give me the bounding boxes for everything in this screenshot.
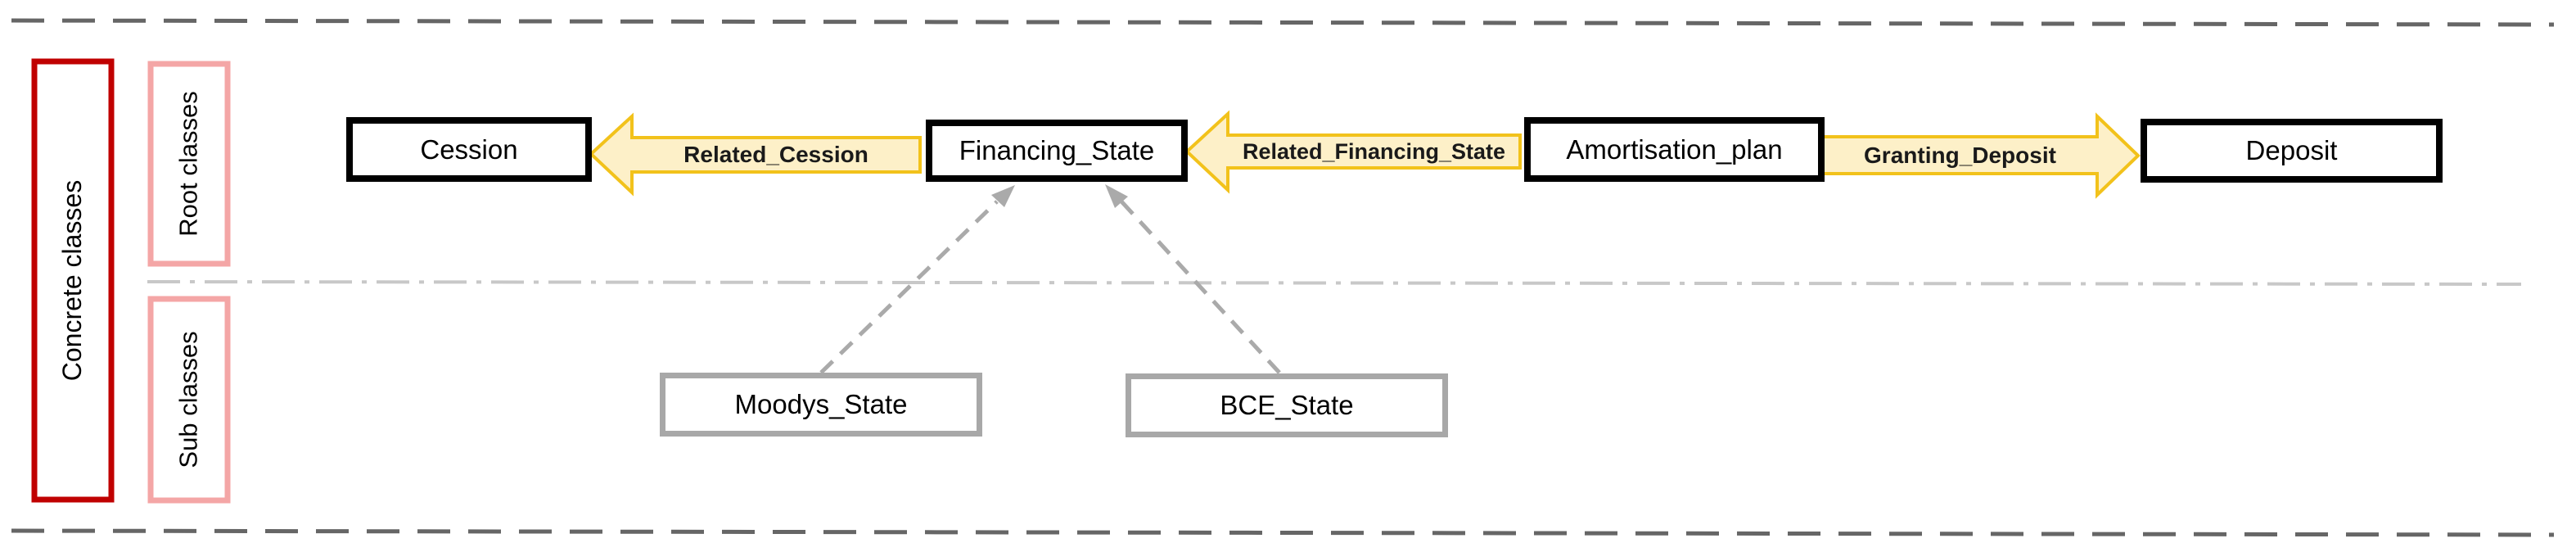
class-financing-state-label: Financing_State xyxy=(959,135,1155,165)
lane-root-label: Root classes xyxy=(174,91,203,237)
lane-separator xyxy=(147,280,2522,286)
inherit-arrowhead-bce xyxy=(1105,184,1128,208)
lane-concrete-border xyxy=(31,58,115,503)
lane-sub-border xyxy=(147,296,231,504)
lane-sub-classes: Sub classes xyxy=(151,299,228,500)
inherit-line-moodys xyxy=(819,200,999,374)
relation-related-financing-state-label: Related_Financing_State xyxy=(1242,138,1506,164)
class-amortisation-plan-label: Amortisation_plan xyxy=(1566,133,1783,165)
class-deposit[interactable]: Deposit xyxy=(2141,119,2443,183)
class-financing-state[interactable]: Financing_State xyxy=(926,120,1188,182)
lane-root-classes: Root classes xyxy=(151,64,228,264)
arrow-related-cession xyxy=(589,112,922,197)
inherit-line-bce xyxy=(1120,200,1281,374)
relation-granting-deposit-label: Granting_Deposit xyxy=(1864,142,2056,168)
lane-sub-label: Sub classes xyxy=(174,331,204,468)
class-deposit-label: Deposit xyxy=(2245,135,2338,165)
arrow-related-financing-state xyxy=(1184,110,1522,194)
relation-related-cession-label: Related_Cession xyxy=(683,142,868,167)
lane-root-border xyxy=(147,61,231,267)
class-bce-state[interactable]: BCE_State xyxy=(1126,373,1448,437)
lane-concrete-label: Concrete classes xyxy=(57,179,88,382)
class-cession[interactable]: Cession xyxy=(346,117,592,182)
arrow-granting-deposit xyxy=(1821,112,2141,199)
class-amortisation-plan[interactable]: Amortisation_plan xyxy=(1524,117,1825,182)
bottom-dashed-border xyxy=(11,528,2555,537)
class-moodys-state[interactable]: Moodys_State xyxy=(660,373,982,437)
class-bce-state-label: BCE_State xyxy=(1220,390,1354,420)
top-dashed-border xyxy=(11,18,2555,27)
lane-concrete-classes: Concrete classes xyxy=(34,61,111,500)
class-cession-label: Cession xyxy=(420,133,518,165)
inherit-arrowhead-moodys xyxy=(991,185,1015,207)
class-moodys-state-label: Moodys_State xyxy=(734,389,908,419)
